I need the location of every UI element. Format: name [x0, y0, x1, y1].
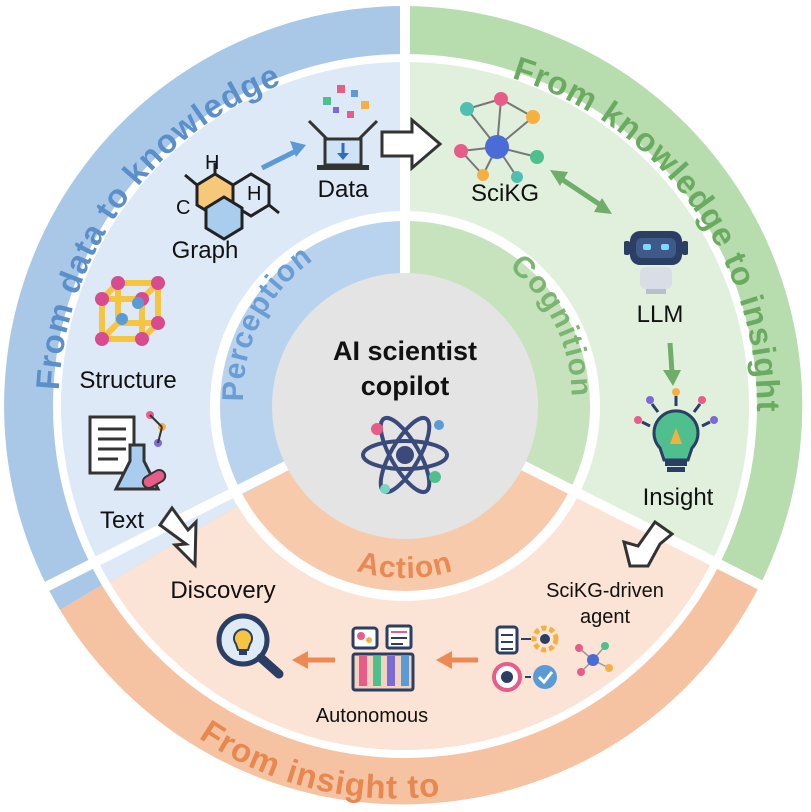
graph-label: Graph — [172, 237, 239, 264]
center-title-line2: copilot — [361, 371, 450, 401]
arrow-data-to-scikg — [380, 116, 443, 172]
structure-lattice-icon — [95, 276, 165, 346]
atom-label-h-right: H — [247, 183, 261, 205]
arrow-discovery-to-text — [157, 505, 198, 569]
agent-label-line2: agent — [580, 606, 630, 628]
data-label: Data — [318, 176, 369, 203]
autonomous-label: Autonomous — [316, 705, 428, 727]
scikg-network-icon — [454, 92, 544, 183]
center-title-line1: AI scientist — [333, 336, 477, 366]
agent-label-line1: SciKG-driven — [546, 580, 664, 602]
atom-icon — [361, 415, 449, 495]
center-disk — [272, 273, 538, 539]
agent-network-icon — [575, 642, 613, 676]
data-icon — [307, 85, 379, 170]
autonomous-lab-icon — [351, 624, 415, 692]
llm-robot-icon — [624, 231, 688, 294]
scikg-label: SciKG — [471, 180, 539, 207]
atom-label-c: C — [176, 197, 190, 219]
arrow-agent-to-autonomous — [436, 651, 478, 669]
arrow-autonomous-to-discovery — [292, 651, 335, 669]
text-label: Text — [100, 507, 144, 534]
atom-label-h-top: H — [205, 152, 219, 174]
text-document-icon — [88, 411, 167, 491]
insight-lightbulb-icon — [634, 388, 718, 472]
arrow-graph-to-data — [260, 141, 306, 171]
llm-label: LLM — [637, 301, 684, 328]
structure-label: Structure — [79, 367, 176, 394]
arrow-insight-to-agent — [621, 519, 675, 568]
middle-label-bottom-path: Action — [354, 546, 454, 585]
discovery-label: Discovery — [170, 577, 275, 604]
arrow-llm-to-insight — [663, 342, 681, 386]
graph-molecule-icon — [184, 163, 280, 241]
agent-workflow-icon — [492, 625, 559, 692]
arrow-scikg-llm — [550, 170, 612, 214]
middle-label-bottom: Action — [354, 546, 455, 585]
insight-label: Insight — [643, 484, 714, 511]
discovery-magnifier-icon — [216, 613, 284, 679]
